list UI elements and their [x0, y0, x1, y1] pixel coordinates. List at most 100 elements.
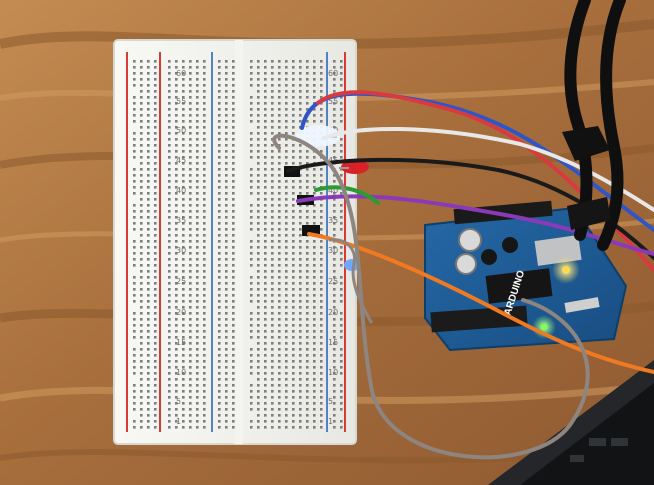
breadboard-hole: [320, 222, 323, 225]
breadboard-hole: [257, 408, 260, 411]
breadboard-hole: [333, 426, 336, 429]
breadboard-hole: [264, 138, 267, 141]
breadboard-hole: [133, 114, 136, 117]
breadboard-hole: [168, 348, 171, 351]
breadboard-hole: [292, 66, 295, 69]
breadboard-hole: [320, 192, 323, 195]
breadboard-hole: [333, 144, 336, 147]
breadboard-hole: [306, 276, 309, 279]
breadboard-hole: [196, 234, 199, 237]
breadboard-hole: [168, 294, 171, 297]
breadboard-hole: [140, 414, 143, 417]
breadboard-hole: [313, 156, 316, 159]
breadboard-hole: [133, 240, 136, 243]
breadboard-hole: [313, 384, 316, 387]
breadboard-hole: [278, 378, 281, 381]
breadboard-hole: [133, 360, 136, 363]
breadboard-hole: [147, 66, 150, 69]
breadboard-hole: [306, 348, 309, 351]
breadboard-hole: [257, 150, 260, 153]
breadboard-hole: [225, 282, 228, 285]
breadboard-hole: [292, 414, 295, 417]
breadboard-hole: [175, 180, 178, 183]
breadboard-hole: [250, 294, 253, 297]
breadboard-hole: [203, 174, 206, 177]
breadboard-hole: [271, 252, 274, 255]
breadboard-hole: [232, 336, 235, 339]
breadboard-hole: [285, 132, 288, 135]
breadboard-hole: [271, 108, 274, 111]
breadboard-hole: [257, 258, 260, 261]
breadboard-hole: [278, 84, 281, 87]
breadboard-hole: [140, 222, 143, 225]
breadboard-hole: [154, 390, 157, 393]
breadboard-hole: [232, 390, 235, 393]
breadboard-hole: [320, 150, 323, 153]
breadboard-hole: [333, 384, 336, 387]
breadboard-hole: [140, 72, 143, 75]
breadboard-hole: [168, 264, 171, 267]
breadboard-hole: [292, 78, 295, 81]
breadboard-hole: [225, 114, 228, 117]
breadboard-hole: [189, 138, 192, 141]
breadboard-hole: [147, 270, 150, 273]
breadboard-hole: [182, 66, 185, 69]
breadboard-hole: [140, 348, 143, 351]
breadboard-hole: [154, 384, 157, 387]
breadboard-hole: [285, 102, 288, 105]
breadboard-hole: [189, 72, 192, 75]
breadboard-hole: [154, 354, 157, 357]
breadboard-hole: [264, 270, 267, 273]
breadboard-hole: [182, 174, 185, 177]
breadboard-hole: [257, 336, 260, 339]
breadboard-hole: [203, 264, 206, 267]
breadboard-hole: [147, 396, 150, 399]
breadboard-hole: [147, 222, 150, 225]
breadboard-hole: [250, 186, 253, 189]
breadboard-hole: [333, 60, 336, 63]
breadboard-hole: [257, 276, 260, 279]
breadboard-hole: [313, 222, 316, 225]
breadboard-hole: [333, 222, 336, 225]
breadboard-hole: [299, 408, 302, 411]
breadboard-hole: [182, 378, 185, 381]
breadboard-hole: [140, 210, 143, 213]
breadboard-hole: [306, 300, 309, 303]
breadboard-hole: [271, 390, 274, 393]
breadboard-hole: [292, 258, 295, 261]
breadboard-hole: [218, 378, 221, 381]
breadboard-hole: [250, 228, 253, 231]
breadboard-hole: [140, 174, 143, 177]
breadboard-hole: [196, 420, 199, 423]
breadboard-hole: [306, 120, 309, 123]
breadboard-hole: [306, 342, 309, 345]
breadboard-hole: [278, 222, 281, 225]
breadboard-hole: [133, 96, 136, 99]
breadboard-hole: [285, 240, 288, 243]
breadboard-hole: [196, 114, 199, 117]
breadboard-hole: [154, 144, 157, 147]
breadboard-hole: [147, 372, 150, 375]
row-label-35: 35: [176, 216, 186, 225]
breadboard-hole: [218, 426, 221, 429]
breadboard-hole: [203, 132, 206, 135]
breadboard-hole: [271, 144, 274, 147]
breadboard-hole: [168, 150, 171, 153]
breadboard-hole: [140, 246, 143, 249]
breadboard-hole: [271, 234, 274, 237]
breadboard-hole: [257, 234, 260, 237]
breadboard-hole: [189, 90, 192, 93]
breadboard-hole: [278, 258, 281, 261]
breadboard-hole: [218, 126, 221, 129]
breadboard-hole: [218, 240, 221, 243]
breadboard-hole: [175, 132, 178, 135]
breadboard-hole: [133, 246, 136, 249]
breadboard-hole: [140, 204, 143, 207]
breadboard-hole: [271, 426, 274, 429]
breadboard-hole: [333, 342, 336, 345]
breadboard-hole: [203, 72, 206, 75]
breadboard-hole: [264, 84, 267, 87]
breadboard-hole: [218, 72, 221, 75]
breadboard-hole: [203, 168, 206, 171]
wire-group: [272, 90, 654, 460]
